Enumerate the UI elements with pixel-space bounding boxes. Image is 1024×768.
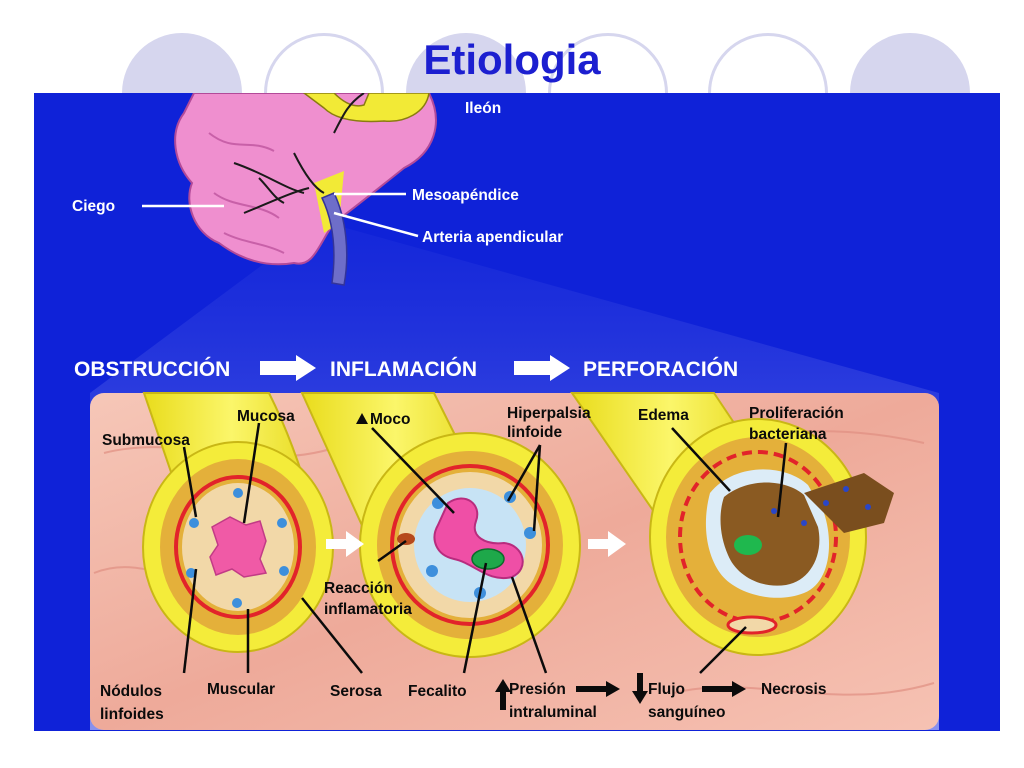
ileon-label: Ileón xyxy=(465,100,501,117)
hiperplasia-label-2: linfoide xyxy=(507,424,562,441)
flujo-label-1: Flujo xyxy=(648,681,685,698)
flujo-label-2: sanguíneo xyxy=(648,704,726,721)
submucosa-label: Submucosa xyxy=(102,432,190,449)
muscular-label: Muscular xyxy=(207,681,275,698)
nodulos-label-2: linfoides xyxy=(100,706,164,723)
mucosa-label: Mucosa xyxy=(237,408,295,425)
cross-section-inflamacion xyxy=(359,432,581,658)
serosa-label: Serosa xyxy=(330,683,382,700)
stage-heading-row: OBSTRUCCIÓN INFLAMACIÓN PERFORACIÓN xyxy=(74,355,738,381)
stage-arrow xyxy=(260,355,316,381)
leader-lines xyxy=(182,422,788,674)
cross-section-perforacion xyxy=(649,418,894,656)
stage-obstruccion: OBSTRUCCIÓN xyxy=(74,357,230,381)
nodulos-label-1: Nódulos xyxy=(100,683,162,700)
reaccion-label-1: Reacción xyxy=(324,580,393,597)
cecum-illustration xyxy=(174,93,437,286)
cross-section-obstruccion xyxy=(142,441,334,653)
mesoapendice-label: Mesoapéndice xyxy=(412,187,519,204)
necrosis-label: Necrosis xyxy=(761,681,826,698)
proliferacion-label-2: bacteriana xyxy=(749,426,827,443)
presion-label-1: Presión xyxy=(509,681,566,698)
edema-label: Edema xyxy=(638,407,689,424)
flow-arrow xyxy=(326,531,364,557)
ciego-label: Ciego xyxy=(72,198,115,215)
stage-arrow xyxy=(514,355,570,381)
anatomy-labels: Ileón Ciego Mesoapéndice Arteria apendic… xyxy=(72,100,563,246)
flow-arrow xyxy=(588,531,626,557)
stage-inflamacion: INFLAMACIÓN xyxy=(330,357,477,381)
appendicitis-etiology-figure: Ileón Ciego Mesoapéndice Arteria apendic… xyxy=(34,93,1000,731)
moco-label: Moco xyxy=(370,411,410,428)
slide-title: Etiologia xyxy=(423,36,601,83)
presion-label-2: intraluminal xyxy=(509,704,597,721)
etiology-diagram: Ileón Ciego Mesoapéndice Arteria apendic… xyxy=(72,93,939,730)
arteria-label: Arteria apendicular xyxy=(422,229,563,246)
proliferacion-label-1: Proliferación xyxy=(749,405,844,422)
pathway-arrows xyxy=(495,673,746,710)
hiperplasia-label-1: Hiperpalsia xyxy=(507,405,591,422)
section-labels: Submucosa Mucosa Moco Hiperpalsia linfoi… xyxy=(100,405,844,723)
reaccion-label-2: inflamatoria xyxy=(324,601,412,618)
increase-icon xyxy=(356,413,368,424)
stage-perforacion: PERFORACIÓN xyxy=(583,357,738,381)
arteria-leader xyxy=(333,211,419,238)
fecalito-label: Fecalito xyxy=(408,683,467,700)
